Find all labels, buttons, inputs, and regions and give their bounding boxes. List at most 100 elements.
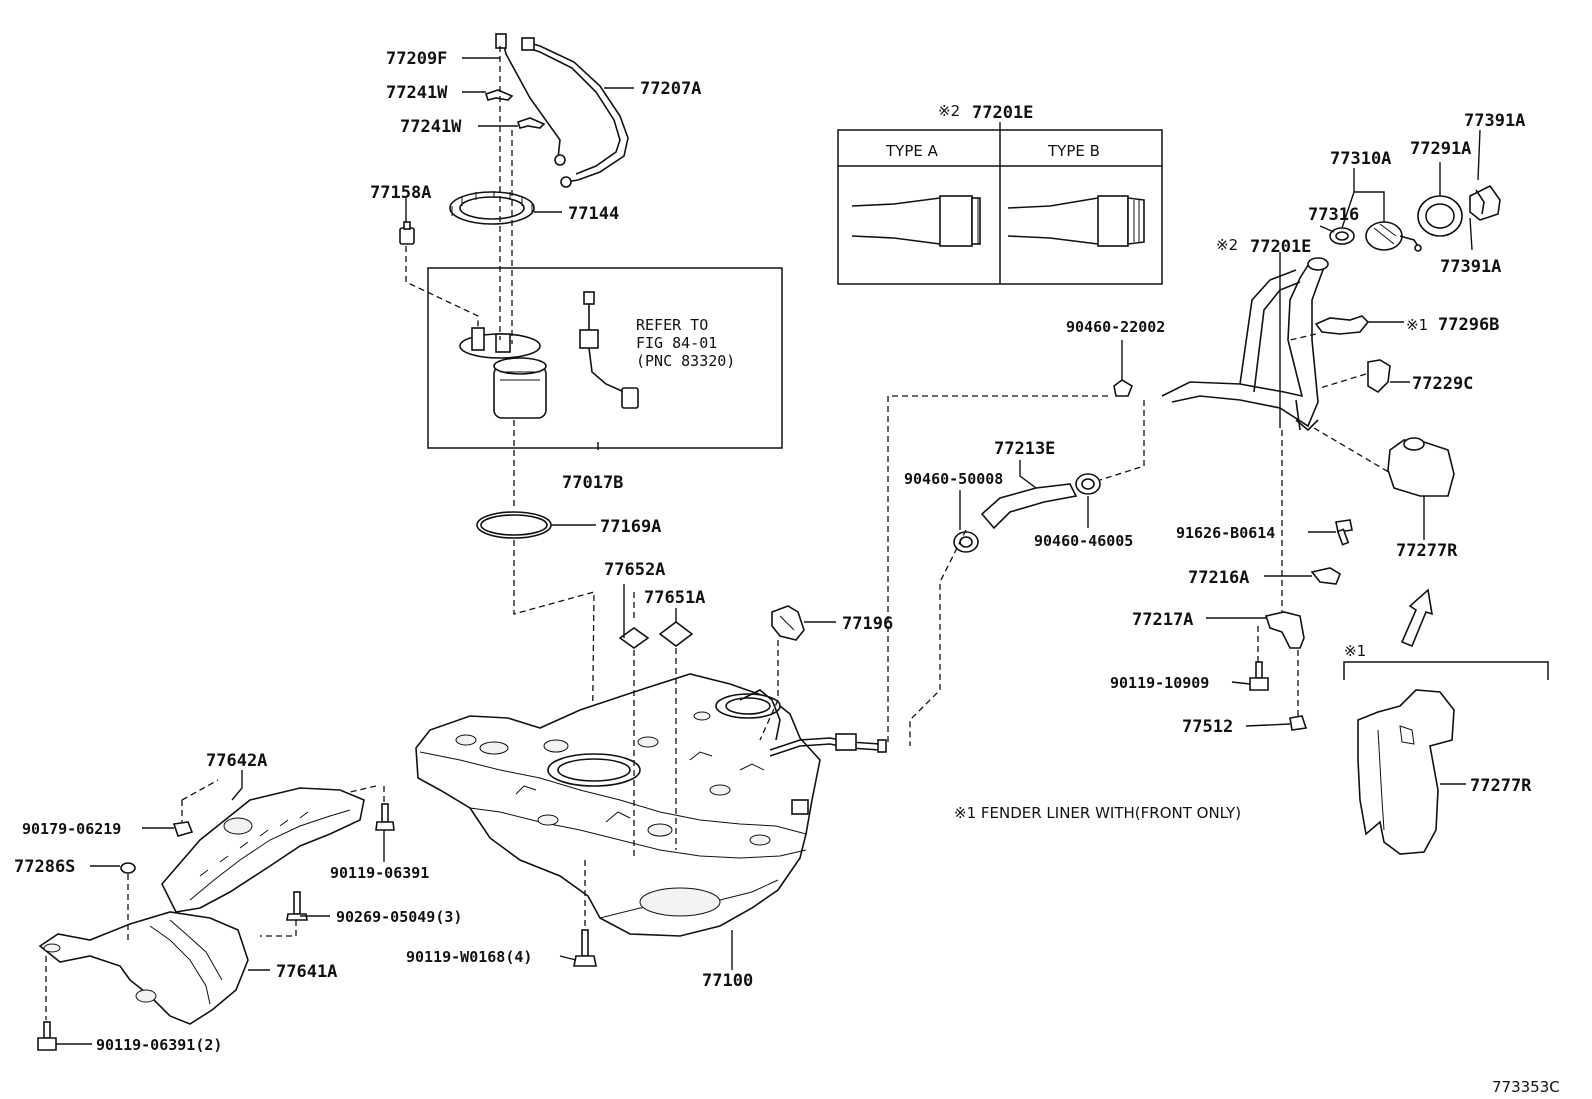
figure-id: 773353C [1492,1078,1560,1096]
label-77169A[interactable]: 77169A [600,517,661,537]
clamp-90460-46005 [1075,473,1101,495]
bolt-91626-B0614 [1335,519,1353,546]
clip-77229C [1367,359,1391,394]
heat-insulator-77641A [38,911,249,1025]
label-77286S[interactable]: 77286S [14,857,75,877]
bracket-77216A [1310,567,1341,585]
bolt-90119-06391-2 [37,1021,57,1051]
clip-77241W-lower [516,117,546,129]
fender-liner-77277R-large [1357,689,1455,855]
note2-mark-mid: ※2 [1216,236,1238,254]
bracket-77217A [1264,611,1305,649]
label-77310A[interactable]: 77310A [1330,149,1391,169]
label-77652A[interactable]: 77652A [604,560,665,580]
gasket-77169A [476,511,552,539]
alignment-line-c [405,246,479,330]
note1-mark-bracket: ※1 [1344,642,1366,660]
label-77217A[interactable]: 77217A [1132,610,1193,630]
bolt-90269-05049 [286,891,308,921]
label-77100[interactable]: 77100 [702,971,753,991]
label-90119-10909[interactable]: 90119-10909 [1110,674,1209,692]
label-77291A[interactable]: 77291A [1410,139,1471,159]
label-77216A[interactable]: 77216A [1188,568,1249,588]
label-77229C[interactable]: 77229C [1412,374,1473,394]
label-77209F[interactable]: 77209F [386,49,447,69]
label-77277R-lower[interactable]: 77277R [1470,776,1532,796]
refer-line-1: REFER TO [636,316,708,334]
label-77642A[interactable]: 77642A [206,751,267,771]
filler-pipe-77201E [1161,257,1329,432]
retainer-ring-77144 [449,191,535,225]
ring-77391A [1469,184,1501,221]
align-filler-a [887,395,1108,746]
label-77512[interactable]: 77512 [1182,717,1233,737]
align-shield-d [260,920,297,937]
clip-77512 [1289,715,1308,731]
label-77641A[interactable]: 77641A [276,962,337,982]
clip-77241W-upper [484,89,514,101]
note2-mark-top: ※2 [938,102,960,120]
align-filler-c [909,529,967,746]
label-90119-W0168[interactable]: 90119-W0168(4) [406,948,532,966]
label-77201E-top[interactable]: 77201E [972,103,1033,123]
align-shield-a [181,779,219,822]
label-90460-50008[interactable]: 90460-50008 [904,470,1003,488]
align-filler-b [1099,400,1145,481]
label-77158A[interactable]: 77158A [370,183,431,203]
hose-77213E [980,483,1078,530]
type-table [837,129,1163,285]
label-77241W-upper[interactable]: 77241W [386,83,448,103]
ring-77291A [1417,195,1463,237]
alignment-line-e [513,540,595,771]
note1-mark-77296B: ※1 [1406,316,1428,334]
label-90269-05049[interactable]: 90269-05049(3) [336,908,462,926]
heat-insulator-77642A [161,787,365,913]
refer-line-2: FIG 84-01 [636,334,717,352]
leader-lines [56,57,1481,1045]
bracket-77296B [1314,315,1370,335]
label-91626-B0614[interactable]: 91626-B0614 [1176,524,1275,542]
fuel-sender-wire [579,291,639,409]
bolt-90119-10909 [1249,661,1269,691]
bolt-90119-06391 [375,803,395,831]
fender-liner-footnote: ※1 FENDER LINER WITH(FRONT ONLY) [954,804,1241,822]
clamp-90460-22002 [1113,379,1133,397]
sender-gauge-77158A [399,221,415,245]
align-filler-d [1289,333,1367,389]
label-diamond-77652A [618,627,650,649]
clip-90179-06219 [172,821,194,837]
clamp-90460-50008 [953,531,979,553]
label-77651A[interactable]: 77651A [644,588,705,608]
label-90119-06391-2[interactable]: 90119-06391(2) [96,1036,222,1054]
label-90179-06219[interactable]: 90179-06219 [22,820,121,838]
label-77391A-upper[interactable]: 77391A [1464,111,1525,131]
label-77241W-lower[interactable]: 77241W [400,117,462,137]
label-77213E[interactable]: 77213E [994,439,1055,459]
label-77391A-lower[interactable]: 77391A [1440,257,1501,277]
label-90119-06391[interactable]: 90119-06391 [330,864,429,882]
label-90460-22002[interactable]: 90460-22002 [1066,318,1165,336]
note1-bracket [1343,661,1549,680]
label-77277R-upper[interactable]: 77277R [1396,541,1458,561]
bolt-90119-W0168 [573,929,597,967]
gasket-77316 [1329,227,1355,245]
label-90460-46005[interactable]: 90460-46005 [1034,532,1133,550]
type-a-heading: TYPE A [885,142,939,160]
label-diamond-77651A [658,621,694,647]
fuel-cap-77310A [1365,221,1422,252]
clip-77286S [120,862,136,874]
label-77201E-mid[interactable]: 77201E [1250,237,1311,257]
align-shield-b [349,785,385,804]
label-77196[interactable]: 77196 [842,614,893,634]
fuel-pump-assembly-77017B [459,327,547,419]
type-b-heading: TYPE B [1047,142,1100,160]
refer-line-3: (PNC 83320) [636,352,735,370]
label-77144[interactable]: 77144 [568,204,619,224]
label-77017B[interactable]: 77017B [562,473,623,493]
fuel-tank-77100 [415,673,887,937]
label-77316[interactable]: 77316 [1308,205,1359,225]
label-77296B[interactable]: 77296B [1438,315,1499,335]
align-77196 [759,640,779,741]
label-77207A[interactable]: 77207A [640,79,701,99]
